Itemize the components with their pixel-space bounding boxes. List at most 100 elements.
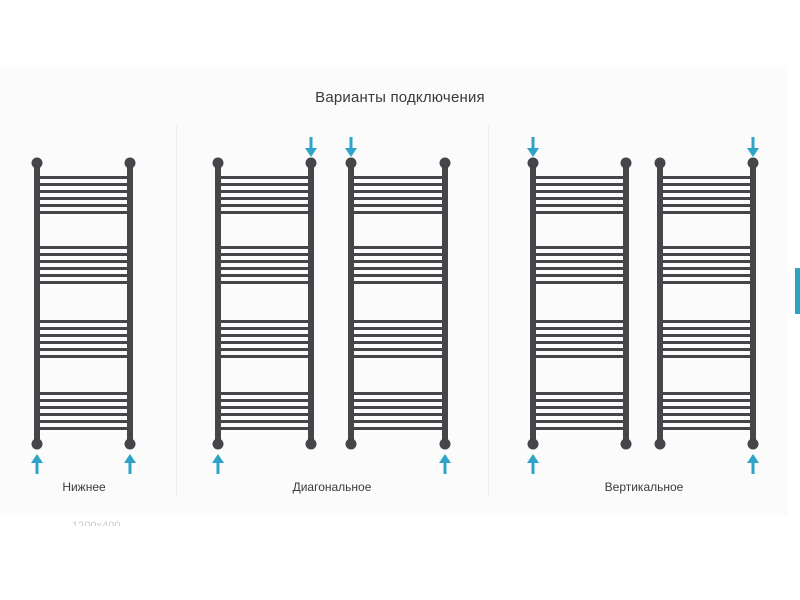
rail-rung [353, 190, 443, 193]
rail-rung [39, 348, 128, 351]
group-divider [176, 125, 177, 495]
rail-rung [662, 355, 751, 358]
rail-rung [535, 260, 624, 263]
rail-rung [535, 281, 624, 284]
rail-rung [535, 204, 624, 207]
rail-rung [662, 246, 751, 249]
towel-rail [527, 157, 632, 450]
rail-rung [535, 413, 624, 416]
rail-rung [353, 274, 443, 277]
rail-cap [620, 438, 632, 450]
rail-rung [662, 183, 751, 186]
rail-rung [662, 406, 751, 409]
rail-cap [747, 438, 759, 450]
rail-upright [215, 163, 221, 444]
rail-rung [662, 197, 751, 200]
rail-rung [662, 253, 751, 256]
arrow-up-icon [527, 454, 539, 474]
rail-rung [39, 427, 128, 430]
rail-rung [662, 392, 751, 395]
rail-rung [353, 420, 443, 423]
rail-rung [535, 327, 624, 330]
rail-rung [662, 327, 751, 330]
rail-cap [345, 157, 357, 169]
rail-rung [662, 341, 751, 344]
rail-rung [535, 183, 624, 186]
rail-rung [39, 197, 128, 200]
rail-rung [39, 320, 128, 323]
arrow-down-icon [305, 137, 317, 157]
rail-rung [220, 246, 309, 249]
rail-cap [31, 438, 43, 450]
rail-rung [220, 413, 309, 416]
rail-upright [308, 163, 314, 444]
rail-rung [39, 399, 128, 402]
rail-rung [535, 355, 624, 358]
rail-cap [124, 438, 136, 450]
rail-rung [353, 399, 443, 402]
rail-rung [353, 281, 443, 284]
arrow-up-icon [439, 454, 451, 474]
rail-cap [212, 438, 224, 450]
rail-rung [353, 341, 443, 344]
rail-rung [353, 406, 443, 409]
rail-rung [220, 341, 309, 344]
rail-rung [535, 274, 624, 277]
rail-rung [353, 427, 443, 430]
label-vertical: Вертикальное [604, 480, 684, 494]
rail-rung [220, 406, 309, 409]
rail-rung [353, 211, 443, 214]
rail-cap [527, 438, 539, 450]
rail-rung [535, 267, 624, 270]
rail-rung [353, 183, 443, 186]
rail-rung [353, 327, 443, 330]
rail-cap [124, 157, 136, 169]
rail-cap [305, 157, 317, 169]
rail-rung [662, 420, 751, 423]
rail-rung [220, 197, 309, 200]
rail-rung [353, 348, 443, 351]
rail-rung [39, 406, 128, 409]
footer-size-text: 1200x400 [72, 520, 121, 526]
rail-rung [535, 197, 624, 200]
rail-upright [34, 163, 40, 444]
rail-upright [750, 163, 756, 444]
rail-rung [662, 211, 751, 214]
rail-upright [348, 163, 354, 444]
rail-cap [212, 157, 224, 169]
rail-rung [39, 176, 128, 179]
rail-rung [662, 348, 751, 351]
rail-rung [39, 253, 128, 256]
rail-rung [39, 204, 128, 207]
rail-rung [353, 334, 443, 337]
rail-rung [535, 246, 624, 249]
label-diagonal: Диагональное [292, 480, 372, 494]
rail-rung [535, 253, 624, 256]
rail-rung [535, 399, 624, 402]
rail-rung [220, 320, 309, 323]
page-title: Варианты подключения [315, 89, 485, 106]
rail-rung [353, 253, 443, 256]
rail-rung [353, 260, 443, 263]
arrow-up-icon [212, 454, 224, 474]
rail-rung [220, 267, 309, 270]
rail-rung [535, 406, 624, 409]
towel-rail [31, 157, 136, 450]
rail-rung [662, 399, 751, 402]
rail-rung [662, 427, 751, 430]
rail-rung [353, 267, 443, 270]
rail-rung [662, 413, 751, 416]
rail-rung [535, 348, 624, 351]
rail-upright [623, 163, 629, 444]
rail-rung [39, 413, 128, 416]
rail-rung [535, 176, 624, 179]
rail-rung [220, 334, 309, 337]
rail-rung [220, 260, 309, 263]
rail-rung [353, 355, 443, 358]
rail-cap [305, 438, 317, 450]
rail-rung [220, 399, 309, 402]
rail-rung [220, 190, 309, 193]
towel-rail [654, 157, 759, 450]
arrow-down-icon [747, 137, 759, 157]
